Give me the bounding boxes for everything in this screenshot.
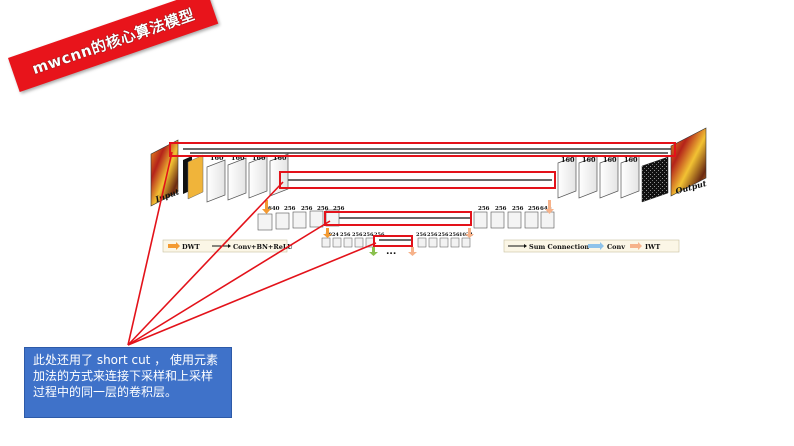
sum-connection-lines: [183, 148, 672, 241]
orange-arrow-icon: [168, 242, 180, 250]
peach-arrow-icon: [630, 242, 642, 250]
level2-left-blocks: [257, 209, 340, 231]
level1-right-blocks: [557, 155, 640, 199]
channel-label: 256: [363, 232, 374, 238]
annotation-note: 此处还用了 short cut ， 使用元素加法的方式来连接下采样和上采样过程中…: [24, 347, 232, 418]
channel-label: 256: [449, 232, 460, 238]
channel-label: 256: [512, 206, 524, 212]
level2-left-channel-labels: 640 256 256 256 256: [268, 206, 345, 212]
channel-label: 256: [333, 206, 345, 212]
channel-label: 256: [317, 206, 329, 212]
highlight-level4: [373, 235, 413, 247]
highlight-boxes: [169, 142, 676, 247]
channel-label: 160: [624, 156, 638, 164]
channel-label: 256: [427, 232, 438, 238]
channel-label: 256: [416, 232, 427, 238]
blue-arrow-icon: [588, 242, 604, 250]
highlight-level1: [169, 142, 676, 157]
channel-label: 640: [268, 206, 280, 212]
level2-right-blocks: [473, 211, 555, 229]
channel-label: 160: [231, 154, 245, 162]
dwt-iwt-arrows: [262, 200, 554, 256]
channel-label: 256: [495, 206, 507, 212]
level1-left-channel-labels: 160 160 160 160: [210, 154, 287, 162]
legend-right: Sum Connection Conv IWT: [503, 239, 680, 253]
channel-label: 160: [273, 154, 287, 162]
level3-left-blocks: [321, 237, 375, 248]
channel-label: 160: [561, 156, 575, 164]
level3-right-blocks: [417, 237, 471, 248]
channel-label: 160: [252, 154, 266, 162]
channel-label: 256: [284, 206, 296, 212]
level2-right-channel-labels: 256 256 256 256 640: [478, 206, 552, 212]
ellipsis: ...: [386, 247, 396, 257]
channel-label: 1024: [325, 232, 339, 238]
channel-label: 256: [301, 206, 313, 212]
channel-label: 256: [438, 232, 449, 238]
legend-iwt: IWT: [645, 243, 660, 251]
channel-label: 256: [352, 232, 363, 238]
level1-right-channel-labels: 160 160 160 160: [561, 156, 638, 164]
pointer-lines: [127, 151, 377, 346]
highlight-level2: [279, 171, 556, 189]
legend-conv-bn-relu: Conv+BN+ReLU: [233, 243, 293, 251]
highlight-level3: [324, 211, 472, 226]
channel-label: 160: [210, 154, 224, 162]
note-text: 此处还用了 short cut ， 使用元素加法的方式来连接下采样和上采样过程中…: [33, 353, 219, 399]
legend-conv: Conv: [607, 243, 625, 251]
channel-label: 160: [582, 156, 596, 164]
channel-label: 256: [528, 206, 540, 212]
level3-right-channel-labels: 256 256 256 256 1024: [416, 232, 473, 238]
channel-label: 256: [340, 232, 351, 238]
channel-label: 256: [478, 206, 490, 212]
legend-dwt: DWT: [182, 243, 200, 251]
output-image: [641, 127, 707, 203]
channel-label: 160: [603, 156, 617, 164]
legend-left: DWT Conv+BN+ReLU: [162, 239, 293, 253]
legend-sum-connection: Sum Connection: [529, 243, 589, 251]
